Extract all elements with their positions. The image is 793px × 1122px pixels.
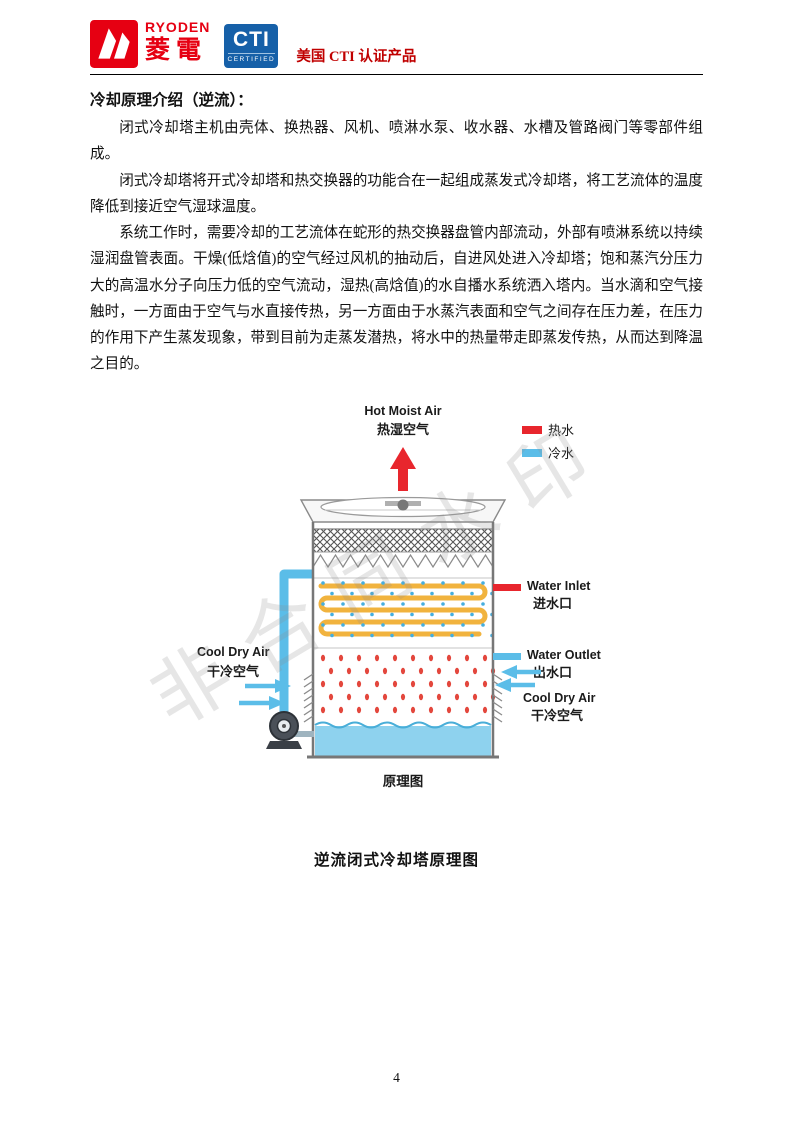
document-body: 冷却原理介绍（逆流）： 闭式冷却塔主机由壳体、换热器、风机、喷淋水泵、收水器、水… [0,88,793,870]
legend: 热水 冷水 [521,423,574,461]
falling-water-drops [320,654,495,713]
cool-dry-air-left-label-cn: 干冷空气 [207,664,259,679]
paragraph-3: 系统工作时，需要冷却的工艺流体在蛇形的热交换器盘管内部流动，外部有喷淋系统以持续… [90,225,703,373]
hot-air-up-arrow-icon [389,446,416,491]
header-rule [90,74,703,75]
water-outlet-label-cn: 出水口 [533,665,572,680]
water-outlet-label-en: Water Outlet [527,648,602,662]
cool-dry-air-right-label-cn: 干冷空气 [531,708,583,723]
cooling-tower-figure: Hot Moist Air 热湿空气 热水 冷水 [90,402,703,870]
diagram-caption: 原理图 [382,774,423,789]
cooling-tower-diagram: Hot Moist Air 热湿空气 热水 冷水 [197,404,602,789]
water-inlet-pipe [492,583,521,591]
paragraph-1: 闭式冷却塔主机由壳体、换热器、风机、喷淋水泵、收水器、水槽及管路阀门等零部件组成… [90,120,703,163]
eliminator-zigzag [311,553,494,568]
drift-eliminator [312,528,493,553]
figure-caption: 逆流闭式冷却塔原理图 [313,851,479,869]
tower-shell [306,521,499,759]
page-number: 4 [393,1070,400,1085]
circulation-pump [265,710,314,749]
cti-certified-logo: CTI CERTIFIED [224,24,279,68]
ryoden-logo: RYODEN 菱電 [90,20,210,68]
spray-water-pipe [279,569,314,726]
hot-moist-air-label-en: Hot Moist Air [364,404,441,418]
water-basin [313,721,492,756]
legend-cold-swatch [521,448,542,457]
brand-name-cjk: 菱電 [145,37,208,64]
brand-name: RYODEN [145,19,211,35]
page-header: RYODEN 菱電 CTI CERTIFIED 美国 CTI 认证产品 [0,0,793,75]
legend-hot-label: 热水 [548,423,574,438]
cti-label: CTI [232,28,270,51]
water-inlet-label-cn: 进水口 [533,596,572,611]
paragraph-2: 闭式冷却塔将开式冷却塔和热交换器的功能合在一起组成蒸发式冷却塔，将工艺流体的温度… [90,172,703,215]
cti-certified-label: CERTIFIED [227,53,276,63]
cool-dry-air-left-label-en: Cool Dry Air [197,645,270,659]
water-outlet-pipe [492,652,521,660]
legend-cold-label: 冷水 [548,446,574,461]
cool-dry-air-right-label-en: Cool Dry Air [523,691,596,705]
fan-deck [299,496,506,523]
water-inlet-label-en: Water Inlet [527,579,591,593]
air-inlet-louvers [303,673,502,723]
cool-air-right-arrows-icon [494,664,541,692]
hot-moist-air-label-cn: 热湿空气 [376,422,428,437]
header-tagline: 美国 CTI 认证产品 [296,49,417,65]
page-footer: 4 [0,1070,793,1086]
cool-air-left-arrows-icon [238,678,291,710]
section-title: 冷却原理介绍（逆流）： [90,92,253,109]
ryoden-emblem-icon [90,20,138,68]
legend-hot-swatch [521,425,542,434]
